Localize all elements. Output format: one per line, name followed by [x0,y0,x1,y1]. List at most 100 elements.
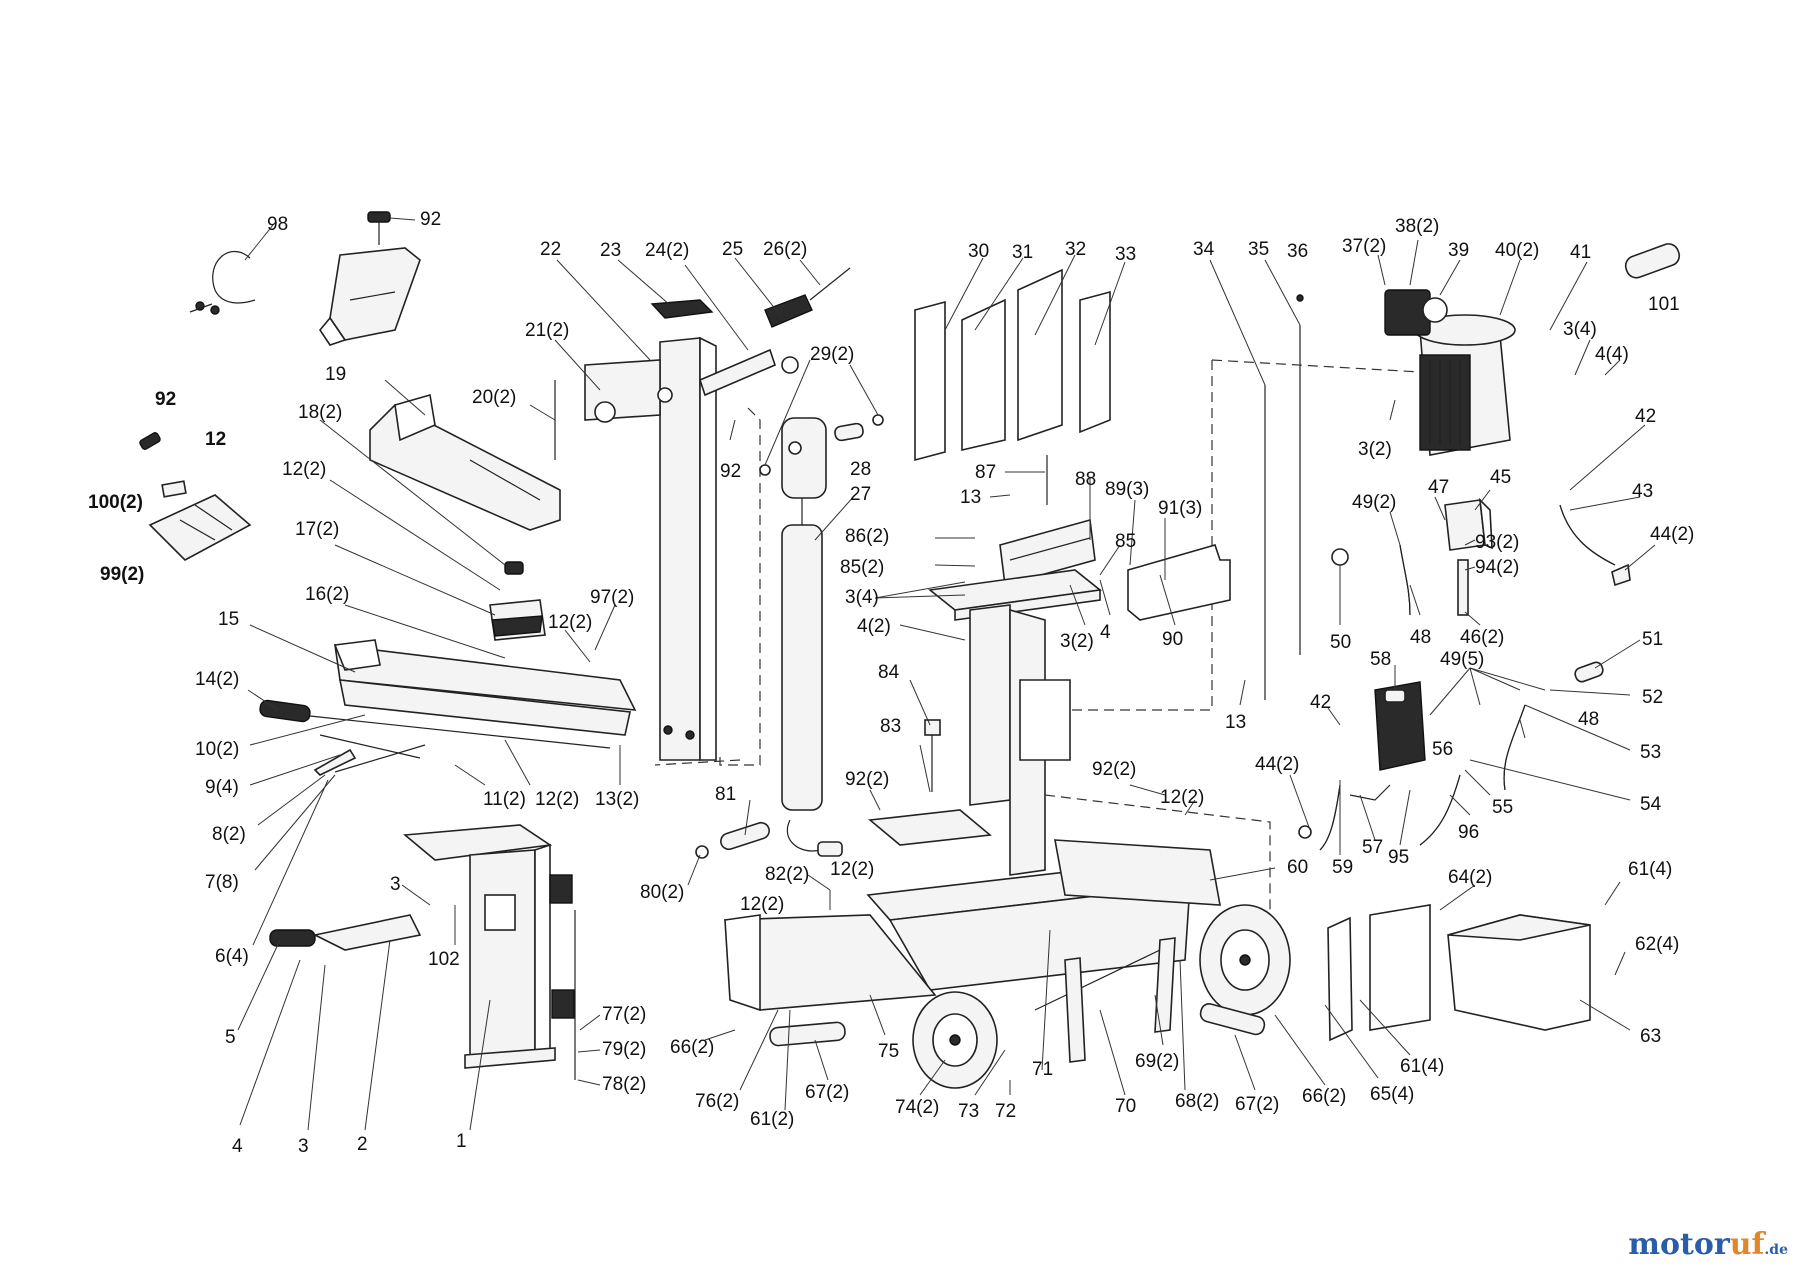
label-49-5: 49(5) [1440,649,1484,670]
label-13b: 13 [960,487,981,508]
part-25-bracket [699,267,851,397]
label-14: 14(2) [195,669,239,690]
label-15: 15 [218,609,239,630]
part-90-bracket [1127,544,1231,621]
label-8: 8(2) [212,824,246,845]
label-54: 54 [1640,794,1662,815]
part-64-plate [1369,904,1431,1031]
label-17: 17(2) [295,519,339,540]
label-3: 3 [298,1136,309,1157]
label-82: 82(2) [765,864,809,885]
label-18: 18(2) [298,402,342,423]
label-3-4b: 3(4) [1563,319,1597,340]
label-70: 70 [1115,1096,1136,1117]
part-60-chassis [866,839,1221,991]
label-72: 72 [995,1101,1016,1122]
label-57: 57 [1362,837,1383,858]
label-92: 92 [420,209,441,230]
label-77: 77(2) [602,1004,646,1025]
label-3-2a: 3(2) [1060,631,1094,652]
label-7: 7(8) [205,872,239,893]
label-84: 84 [878,662,900,683]
label-12-2c: 12(2) [535,789,579,810]
label-58: 58 [1370,649,1391,670]
label-48b: 48 [1578,709,1599,730]
label-12-2b: 12(2) [548,612,592,633]
label-80: 80(2) [640,882,684,903]
brand-name-part1: motor [1628,1227,1730,1262]
part-98-cable [189,251,256,315]
label-12-2f: 12(2) [1160,787,1204,808]
label-61-4b: 61(4) [1400,1056,1444,1077]
part-100-plate [161,480,187,498]
part-15-horizontal-beam [333,639,637,736]
part-58-control-valve [1374,681,1426,771]
label-3-4a: 3(4) [845,587,879,608]
leader-lines [237,217,1656,1131]
part-63-cover [1447,914,1591,1031]
label-100: 100(2) [88,492,143,513]
part-101-capacitor [1624,243,1681,279]
label-4-4: 4(4) [1595,344,1629,365]
label-12-bold: 12 [205,429,226,450]
label-95: 95 [1388,847,1409,868]
label-60: 60 [1287,857,1308,878]
part-43-hose [1559,504,1631,587]
label-42b: 42 [1310,692,1331,713]
label-61-4a: 61(4) [1628,859,1672,880]
label-46: 46(2) [1460,627,1504,648]
label-69: 69(2) [1135,1051,1179,1072]
label-102: 102 [428,949,460,970]
label-86: 86(2) [845,526,889,547]
part-labels: 98 92 92 12 100(2) 99(2) 19 18(2) 20(2) … [88,209,1694,1157]
label-52: 52 [1642,687,1663,708]
label-4b: 4 [1100,622,1111,643]
label-5: 5 [225,1027,236,1048]
label-96: 96 [1458,822,1479,843]
label-21: 21(2) [525,320,569,341]
label-64: 64(2) [1448,867,1492,888]
label-71: 71 [1032,1059,1053,1080]
label-19: 19 [325,364,346,385]
part-45-pump [1444,497,1493,551]
label-94: 94(2) [1475,557,1519,578]
part-57-59-pipes [1298,784,1391,851]
label-92-2a: 92(2) [845,769,889,790]
part-74-wheel [912,991,998,1089]
label-89: 89(3) [1105,479,1149,500]
label-22: 22 [540,239,561,260]
label-9: 9(4) [205,777,239,798]
brand-name-part2: uf [1729,1227,1765,1262]
part-39-switch [1384,289,1448,336]
label-97: 97(2) [590,587,634,608]
label-73: 73 [958,1101,979,1122]
part-33-plate [1079,290,1111,434]
label-65: 65(4) [1370,1084,1414,1105]
label-37: 37(2) [1342,236,1386,257]
label-85: 85 [1115,531,1136,552]
part-30-plate [914,300,946,462]
part-92-small-knob [139,432,161,450]
part-1-base-column [402,824,576,1080]
label-3-2b: 3(2) [1358,439,1392,460]
label-25: 25 [722,239,743,260]
part-36-screw [1296,294,1304,302]
label-83: 83 [880,716,901,737]
label-33: 33 [1115,244,1136,265]
label-79: 79(2) [602,1039,646,1060]
part-82-hose-fitting [786,819,843,857]
part-99-base-plate [148,494,252,561]
label-10: 10(2) [195,739,239,760]
label-93: 93(2) [1475,532,1519,553]
label-27: 27 [850,484,871,505]
label-32: 32 [1065,239,1086,260]
assembly-dashed-lines [654,359,1421,935]
part-footplate [868,809,992,846]
label-51: 51 [1642,629,1663,650]
part-81-pin [695,821,770,859]
part-67-tube-left [769,1021,846,1047]
label-87: 87 [975,462,996,483]
label-38: 38(2) [1395,216,1439,237]
label-1: 1 [456,1131,467,1152]
